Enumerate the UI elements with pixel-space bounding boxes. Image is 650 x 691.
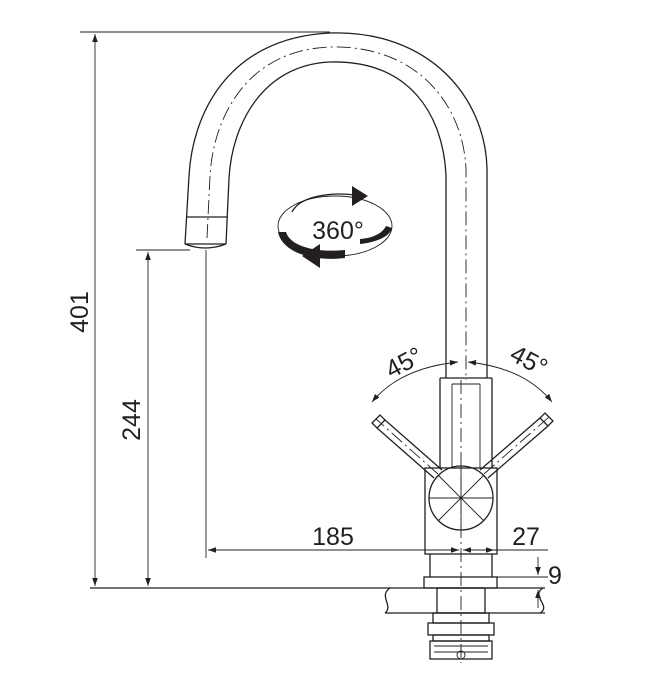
label-27: 27 [512,523,540,551]
label-244: 244 [118,399,146,441]
rotation-symbol [277,186,393,268]
label-401: 401 [66,291,94,333]
dimension-185 [205,250,459,558]
lever-right [479,412,554,479]
angle-arc-right [467,360,553,403]
spout [184,32,488,380]
countertop [90,587,545,614]
label-360: 360° [312,217,364,245]
angle-arc-left [371,360,459,403]
label-185: 185 [312,523,354,551]
dimension-244 [136,249,190,586]
lever-left [371,414,443,479]
label-45-left: 45° [381,342,428,384]
dimension-401 [80,31,330,586]
label-9: 9 [548,562,562,590]
label-45-right: 45° [505,340,552,382]
dimension-9 [497,557,548,608]
faucet-body [423,377,498,663]
